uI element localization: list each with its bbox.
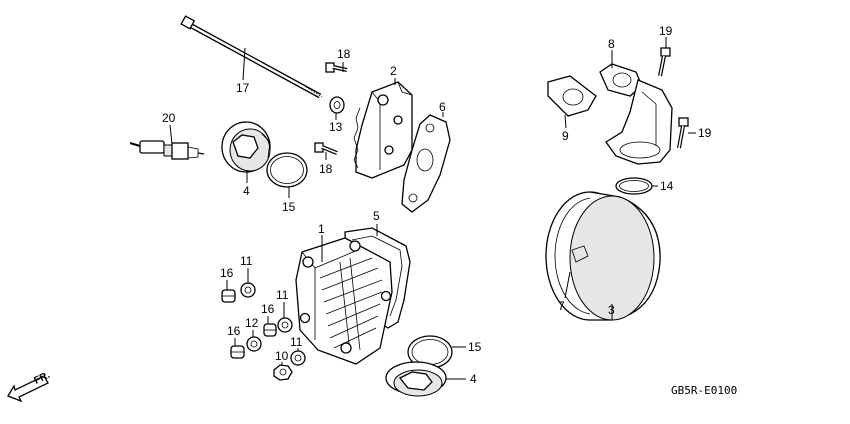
bolt-part-upper — [325, 62, 348, 73]
washer-part-b — [277, 317, 293, 333]
bolt-part-lower — [314, 142, 338, 155]
filter-cover-part — [545, 191, 661, 321]
callout-8: 8 — [608, 37, 615, 51]
o-ring-part-14 — [615, 177, 653, 195]
stud-bolt-part — [180, 15, 323, 99]
callout-3: 3 — [608, 303, 615, 317]
callout-13: 13 — [329, 120, 343, 134]
diagram-code: GB5R-E0100 — [671, 384, 737, 397]
callout-9: 9 — [562, 129, 569, 143]
leader-lines — [169, 37, 696, 380]
callout-17: 17 — [236, 81, 250, 95]
washer-part-c — [246, 336, 262, 352]
gasket-part — [401, 114, 451, 213]
callout-20: 20 — [162, 111, 176, 125]
callout-16-a: 16 — [220, 266, 234, 280]
callout-18-lower: 18 — [319, 162, 333, 176]
washer-part — [329, 96, 345, 114]
callout-19-lower: 19 — [698, 126, 712, 140]
intake-pipe-part — [599, 63, 673, 165]
callout-14: 14 — [660, 179, 674, 193]
callout-11-a: 11 — [240, 254, 253, 268]
callout-11-b: 11 — [276, 288, 289, 302]
front-direction-arrow: FR. — [7, 370, 52, 403]
callout-2: 2 — [390, 64, 397, 78]
cover-fins — [319, 257, 383, 353]
callout-6: 6 — [439, 100, 446, 114]
direction-label: FR. — [32, 370, 51, 387]
callout-19-upper: 19 — [659, 24, 673, 38]
callout-labels: 17 18 2 13 6 20 4 15 18 5 1 11 16 16 11 … — [162, 24, 712, 386]
cap-nut-part-b — [263, 323, 277, 337]
callout-16-b: 16 — [261, 302, 275, 316]
o-ring-part-upper — [266, 152, 308, 188]
callout-4-lower: 4 — [470, 372, 477, 386]
callout-7: 7 — [558, 299, 565, 313]
callout-12: 12 — [245, 316, 259, 330]
washer-part-a — [240, 282, 256, 298]
callout-15-lower: 15 — [468, 340, 482, 354]
spark-plug-part — [129, 140, 205, 160]
holder-part — [353, 81, 413, 179]
cap-nut-part-c — [230, 345, 245, 359]
callout-5: 5 — [373, 209, 380, 223]
callout-4-upper: 4 — [243, 184, 250, 198]
callout-15-upper: 15 — [282, 200, 296, 214]
insulator-gasket-part — [547, 75, 597, 117]
washer-part-d — [290, 350, 306, 366]
cap-nut-part-a — [221, 289, 236, 303]
cylinder-head-cover-part — [295, 237, 393, 365]
callout-1: 1 — [318, 222, 325, 236]
hex-nut-part — [273, 364, 293, 381]
callout-18-upper: 18 — [337, 47, 351, 61]
callout-16-c: 16 — [227, 324, 241, 338]
cap-part-lower — [385, 361, 447, 397]
cap-part-upper — [221, 121, 271, 173]
callout-10: 10 — [275, 349, 289, 363]
bolt-part-19b — [677, 117, 689, 149]
bolt-part-19a — [658, 47, 671, 77]
callout-11-c: 11 — [290, 335, 303, 349]
